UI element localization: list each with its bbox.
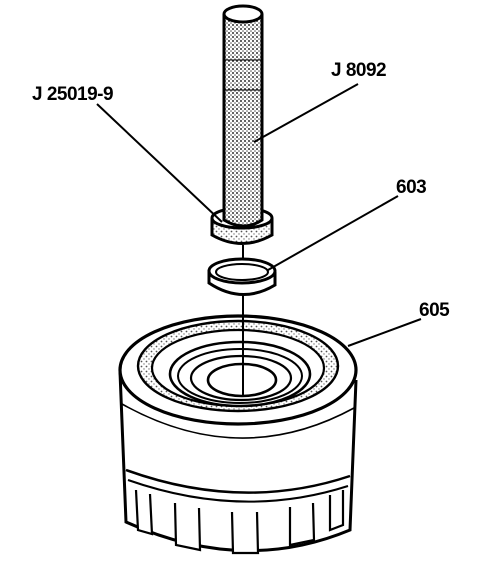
label-installer-j25019-9: J 25019-9 bbox=[32, 84, 114, 105]
leader-j8092 bbox=[253, 83, 359, 143]
ring-603 bbox=[207, 257, 277, 296]
leader-603 bbox=[267, 195, 399, 271]
leader-j25019 bbox=[96, 103, 223, 223]
label-ring-603: 603 bbox=[396, 177, 427, 198]
label-housing-605: 605 bbox=[419, 300, 450, 321]
leader-lines bbox=[96, 83, 422, 347]
handle-j8092 bbox=[222, 4, 264, 228]
label-handle-j8092: J 8092 bbox=[331, 60, 387, 81]
leader-605 bbox=[347, 318, 422, 347]
housing-605 bbox=[118, 314, 358, 555]
